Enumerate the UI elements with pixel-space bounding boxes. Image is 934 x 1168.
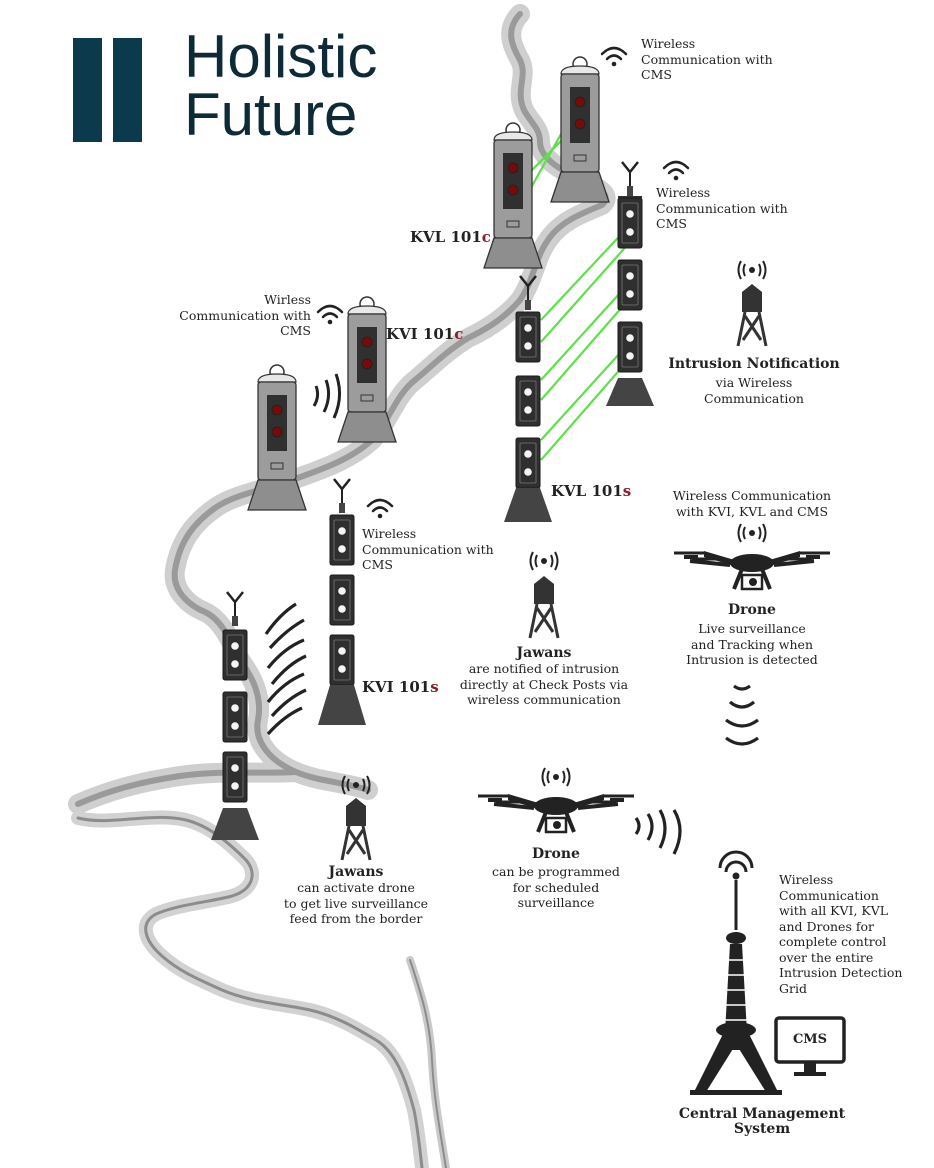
jawans-mid-subtitle: are notified of intrusion directly at Ch…	[459, 661, 629, 707]
label-kvi-101s: KVI 101s	[362, 678, 439, 696]
intrusion-title: Intrusion Notification	[668, 356, 840, 372]
page-title: Holistic Future	[184, 23, 378, 148]
signal-icon-drone-top	[737, 523, 767, 543]
drone-top-header: Wireless Communication with KVI, KVL and…	[672, 488, 832, 519]
label-kvi-101c: KVI 101c	[386, 325, 464, 343]
signal-icon-jawans-mid	[529, 551, 559, 571]
wireless-label-kvl-c: Wireless Communication with CMS	[641, 36, 773, 82]
wifi-icon-kvi-c	[316, 304, 344, 326]
drone-icon-top	[672, 549, 832, 591]
title-line-1: Holistic	[184, 23, 378, 90]
signal-arcs-drone-low	[634, 809, 682, 855]
cms-title: Central Management System	[678, 1106, 846, 1137]
kvl-101s-pole-rear	[606, 160, 654, 406]
intrusion-subtitle: via Wireless Communication	[704, 375, 804, 406]
kvi-101c-unit	[337, 296, 397, 443]
watch-tower-icon-intrusion	[736, 282, 768, 348]
jawans-low-subtitle: can activate drone to get live surveilla…	[283, 880, 429, 926]
label-kvl-101s: KVL 101s	[551, 482, 632, 500]
drone-top-subtitle: Live surveillance and Tracking when Intr…	[686, 621, 818, 667]
kvi-101s-pole-near	[211, 590, 259, 840]
cms-screen-label: CMS	[793, 1032, 827, 1047]
watch-tower-icon-jawans-low	[340, 796, 372, 862]
wifi-icon-kvl-s	[662, 160, 690, 182]
jawans-low-title: Jawans	[328, 864, 384, 880]
watch-tower-icon-jawans-mid	[528, 574, 560, 640]
wifi-icon-kvl-c	[600, 46, 628, 68]
drone-icon-low	[476, 792, 636, 834]
cms-tower-icon	[690, 850, 782, 1095]
title-line-2: Future	[184, 81, 358, 148]
cms-monitor-icon	[774, 1016, 846, 1076]
wifi-icon-kvi-s	[366, 498, 394, 520]
drone-low-subtitle: can be programmed for scheduled surveill…	[492, 864, 620, 910]
signal-icon-intrusion	[737, 260, 767, 280]
wireless-label-kvi-s: Wireless Communication with CMS	[362, 526, 494, 572]
signal-icon-drone-low	[541, 767, 571, 787]
jawans-mid-title: Jawans	[516, 645, 572, 661]
signal-arcs-kvi-s	[264, 602, 307, 736]
drone-low-title: Drone	[532, 846, 580, 862]
title-bar-left	[73, 38, 102, 142]
wireless-label-kvi-c: Wirless Communication with CMS	[179, 292, 311, 338]
title-bar-right	[113, 38, 142, 142]
kvi-101c-unit-near	[247, 364, 307, 511]
kvi-101s-pole-rear	[318, 477, 366, 725]
signal-arcs-kvi-c	[312, 373, 341, 419]
label-kvl-101c: KVL 101c	[410, 228, 491, 246]
kvl-101s-pole-front	[504, 274, 552, 522]
kvl-101c-unit-rear	[550, 56, 610, 203]
cms-wireless-label: Wireless Communication with all KVI, KVL…	[779, 872, 903, 996]
drone-top-title: Drone	[728, 602, 776, 618]
wireless-label-kvl-s: Wireless Communication with CMS	[656, 185, 788, 231]
downlink-arcs-drone	[725, 684, 759, 746]
